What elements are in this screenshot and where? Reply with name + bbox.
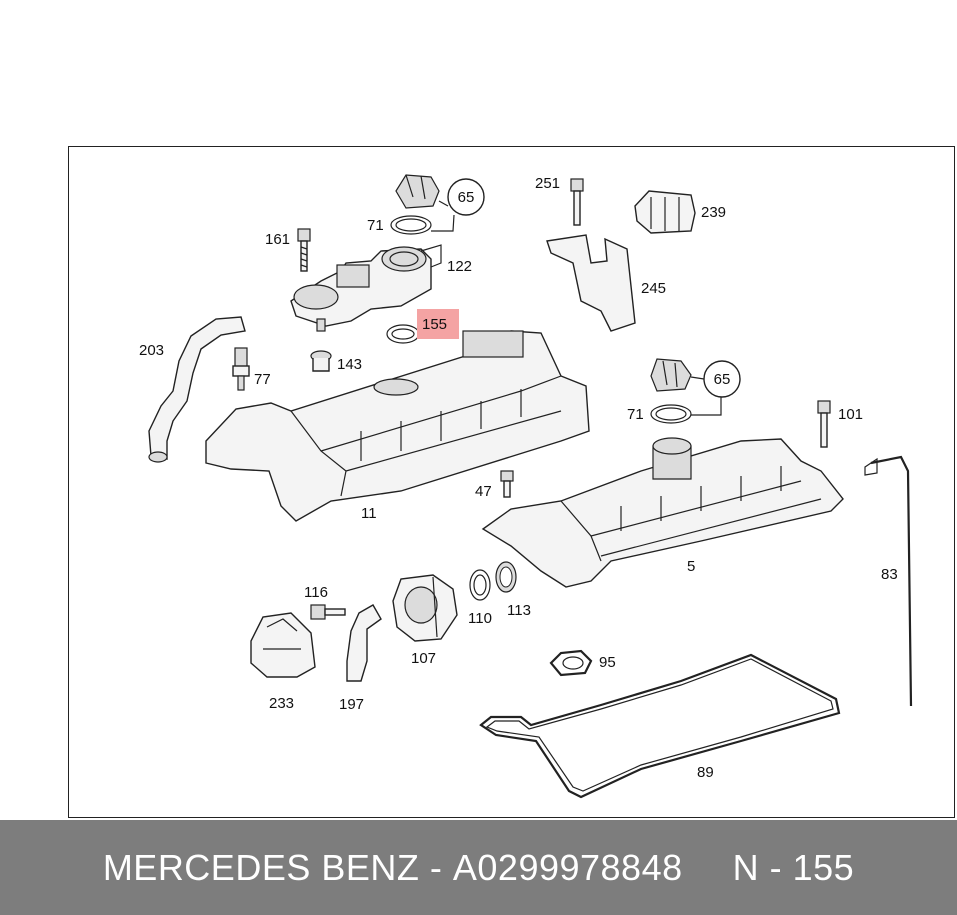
valve-cover-5 <box>481 437 844 588</box>
label-83: 83 <box>881 566 898 583</box>
footer-position: N - 155 <box>732 846 855 888</box>
label-113: 113 <box>507 602 531 619</box>
highlight-155 <box>417 309 459 339</box>
label-77: 77 <box>254 371 271 388</box>
bolt-47 <box>500 470 514 498</box>
label-203: 203 <box>139 342 164 359</box>
connector-239 <box>634 190 696 234</box>
label-5: 5 <box>687 558 695 575</box>
hose-203 <box>148 316 246 463</box>
bolt-161 <box>297 228 311 272</box>
exploded-parts-diagram: 65 71 161 122 155 203 77 1 <box>139 174 913 799</box>
label-47: 47 <box>475 483 492 500</box>
gasket-95 <box>549 649 593 677</box>
label-239: 239 <box>701 204 726 221</box>
bolt-101 <box>817 400 831 448</box>
footer-brand: MERCEDES BENZ <box>102 846 420 888</box>
label-95: 95 <box>599 654 616 671</box>
footer-bar: MERCEDES BENZ - A0299978848 N - 155 <box>0 820 957 915</box>
label-155: 155 <box>422 316 447 333</box>
gasket-89 <box>479 653 841 799</box>
footer-caption: MERCEDES BENZ - A0299978848 N - 155 <box>103 847 854 889</box>
label-89: 89 <box>697 764 714 781</box>
label-71a: 71 <box>367 217 384 234</box>
label-251: 251 <box>535 175 560 192</box>
ring-110 <box>469 569 491 601</box>
label-161: 161 <box>265 231 290 248</box>
label-116: 116 <box>304 584 328 601</box>
hose-197 <box>346 604 382 682</box>
oil-cap-upper <box>395 174 440 209</box>
label-110: 110 <box>468 610 492 627</box>
label-65a: 65 <box>458 189 475 206</box>
label-233: 233 <box>269 695 294 712</box>
cover-233 <box>250 612 316 678</box>
label-143: 143 <box>337 356 362 373</box>
bolt-251 <box>570 178 584 226</box>
seal-71b <box>650 404 692 424</box>
label-197: 197 <box>339 696 364 713</box>
valve-107 <box>392 574 458 642</box>
plug-143 <box>310 350 332 372</box>
label-65b: 65 <box>714 371 731 388</box>
oil-cap-lower <box>650 358 692 392</box>
oil-separator-122 <box>290 244 442 332</box>
seal-71a <box>390 215 432 235</box>
footer-separator: - <box>429 846 443 888</box>
diagram-frame: 65 71 161 122 155 203 77 1 <box>68 146 955 818</box>
label-122: 122 <box>447 258 472 275</box>
footer-part-number: A0299978848 <box>452 846 683 888</box>
label-107: 107 <box>411 650 436 667</box>
label-245: 245 <box>641 280 666 297</box>
label-101: 101 <box>838 406 863 423</box>
valve-cover-11 <box>205 330 590 522</box>
sensor-77 <box>232 347 250 391</box>
callout-circle-65a <box>447 178 485 216</box>
bolt-116 <box>310 604 346 620</box>
label-71b: 71 <box>627 406 644 423</box>
label-11: 11 <box>361 505 377 522</box>
bracket-245 <box>546 234 636 332</box>
tube-83 <box>864 455 913 707</box>
